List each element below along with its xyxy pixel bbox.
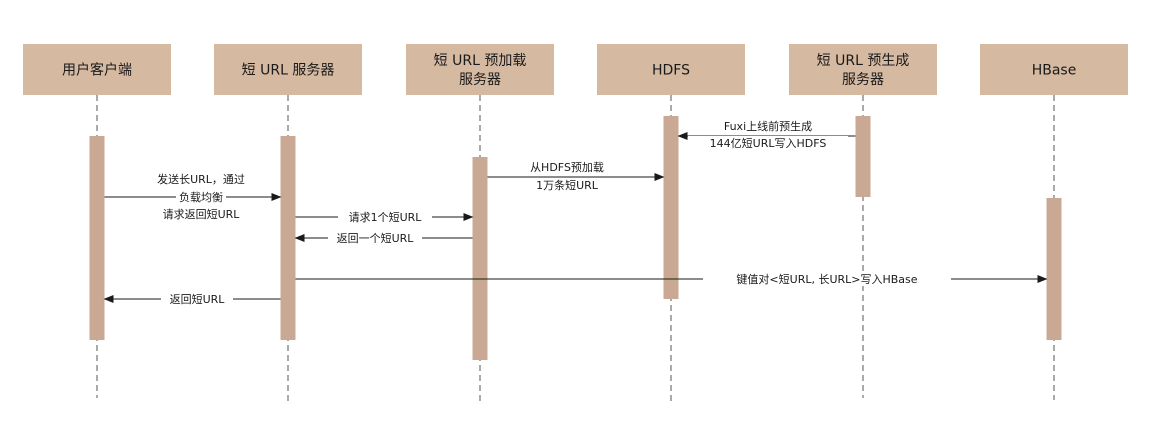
participant-client: 用户客户端 [23,44,171,95]
participant-box [23,44,171,95]
message-label: Fuxi上线前预生成 [724,119,812,133]
participant-box [980,44,1128,95]
message-label: 返回一个短URL [337,231,415,245]
message-label: 请求返回短URL [163,207,241,221]
participant-hbase: HBase [980,44,1128,95]
participant-label: 短 URL 预加载 [434,53,527,69]
participant-box [406,44,554,95]
message-label: 从HDFS预加载 [530,161,604,174]
message-preload_server-to-hdfs: 从HDFS预加载 1万条短URL [487,160,665,192]
participant-label: 服务器 [842,72,884,88]
message-label-bg [176,190,226,204]
participant-label: 用户客户端 [62,62,132,79]
message-short_url_server-to-client: 返回短URL [103,292,281,306]
message-preload_server-to-short_url_server: 返回一个短URL [294,231,473,245]
message-pregen_server-to-hdfs: Fuxi上线前预生成 144亿短URL写入HDFS [677,119,856,150]
message-label-bg [328,231,422,245]
participant-box [597,44,745,95]
message-label-bg [338,210,432,224]
message-label: 144亿短URL写入HDFS [710,136,827,150]
participant-label: 服务器 [459,72,501,88]
participant-label: HBase [1032,63,1077,79]
message-label: 1万条短URL [536,178,599,192]
message-label-bg [161,292,233,306]
participant-box [214,44,362,95]
message-label-bg [525,178,609,192]
participant-label: 短 URL 服务器 [242,63,335,79]
message-label-bg [520,160,614,174]
message-label-bg [154,207,248,221]
activation-hdfs [663,116,679,299]
message-label: 请求1个短URL [349,210,423,224]
message-short_url_server-to-preload_server: 请求1个短URL [295,210,474,224]
message-label-bg [703,272,951,286]
message-short_url_server-to-hbase: 键值对<短URL, 长URL>写入HBase [295,272,1048,286]
message-label-bg [688,136,848,150]
participant-label: HDFS [652,63,690,79]
activation-client [89,136,105,340]
message-label-bg [148,172,254,186]
message-label: 发送长URL，通过 [157,172,245,186]
participant-box [789,44,937,95]
message-label: 负载均衡 [179,190,223,204]
participant-hdfs: HDFS [597,44,745,95]
message-label: 返回短URL [170,292,226,306]
participant-short_url_server: 短 URL 服务器 [214,44,362,95]
message-label: 键值对<短URL, 长URL>写入HBase [736,272,917,286]
activation-hbase [1046,198,1062,340]
activation-preload_server [472,157,488,360]
participant-label: 短 URL 预生成 [817,53,910,69]
activation-short_url_server [280,136,296,340]
activation-pregen_server [855,116,871,197]
message-label-bg [710,119,826,133]
